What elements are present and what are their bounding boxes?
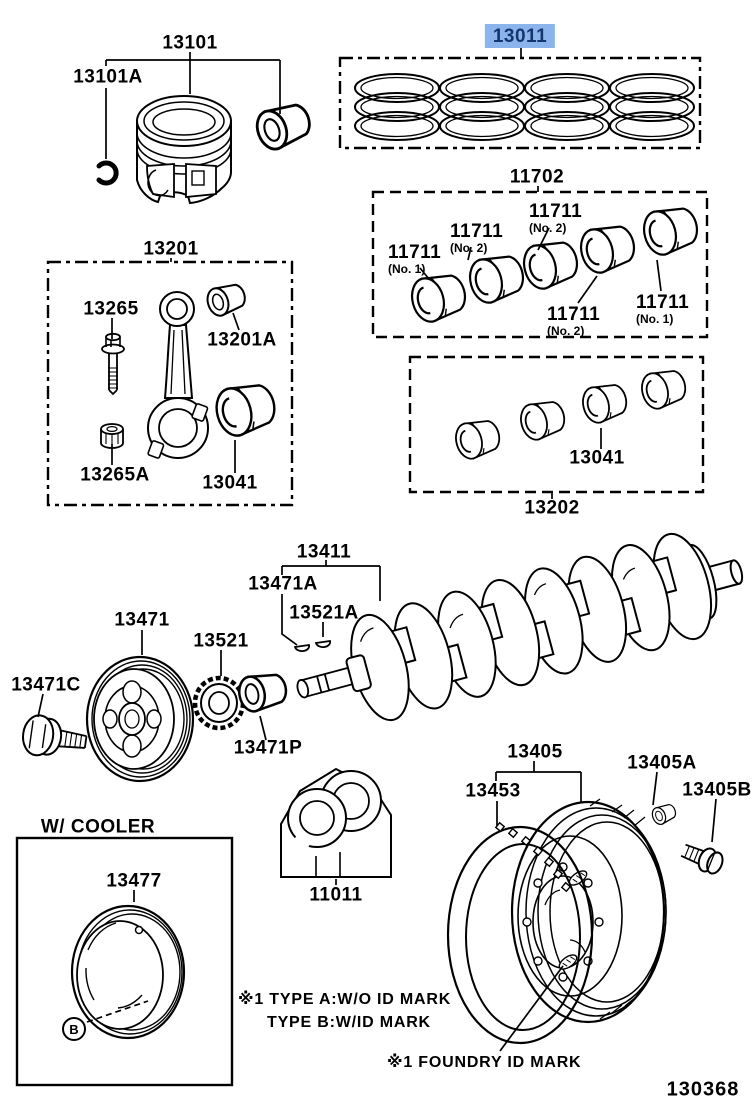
part-label-13411[interactable]: 13411: [296, 541, 352, 563]
part-label-13405b[interactable]: 13405B: [682, 779, 752, 801]
part-label-13405[interactable]: 13405: [507, 741, 563, 763]
with-cooler-box: [15, 836, 234, 1087]
flywheel-pin-drawing: [649, 800, 679, 827]
part-label-11711-no2-c[interactable]: 11711 (No. 2): [547, 304, 601, 338]
rod-bearing-single-drawing: [210, 377, 281, 441]
part-label-13471[interactable]: 13471: [114, 609, 170, 631]
connecting-rod-drawing: [147, 291, 209, 459]
note-type-a: ※1 TYPE A:W/O ID MARK: [238, 991, 452, 1008]
part-label-13101[interactable]: 13101: [162, 32, 218, 54]
part-label-11011[interactable]: 11011: [309, 884, 363, 906]
part-label-13041-set[interactable]: 13041: [569, 447, 625, 469]
part-label-13521[interactable]: 13521: [193, 630, 249, 652]
pulley-spacer-drawing: [234, 668, 291, 715]
part-label-13265[interactable]: 13265: [83, 298, 139, 320]
piston-drawing: [136, 95, 232, 205]
leader-lines: [37, 48, 717, 1052]
cooler-pulley-drawing: [70, 904, 186, 1040]
part-label-13405a[interactable]: 13405A: [627, 752, 697, 774]
part-label-13521a[interactable]: 13521A: [289, 602, 359, 624]
piston-pin-drawing: [250, 97, 317, 155]
marker-b-bubble: B: [62, 1017, 86, 1041]
rod-bearing-set-box: [408, 355, 705, 494]
part-label-13011-selected[interactable]: 13011: [484, 24, 556, 48]
part-label-13453[interactable]: 13453: [465, 780, 521, 802]
part-label-13471p[interactable]: 13471P: [233, 737, 303, 759]
piston-ring-set-box: [338, 56, 702, 150]
rod-nut-drawing: [100, 423, 124, 449]
marker-b-dashed-leader: [86, 1000, 149, 1023]
timing-sprocket-drawing: [192, 675, 246, 731]
rod-bolt-drawing: [101, 332, 125, 396]
crankshaft-drawing: [296, 532, 744, 722]
part-label-13101a[interactable]: 13101A: [73, 66, 143, 88]
flywheel-drawing: [510, 798, 667, 1024]
with-cooler-caption: W/ COOLER: [40, 816, 156, 838]
part-label-13202[interactable]: 13202: [524, 497, 580, 519]
piston-ring-sets-drawing: [354, 73, 695, 141]
part-label-11711-no2-a[interactable]: 11711 (No. 2): [450, 221, 504, 255]
part-label-13041[interactable]: 13041: [202, 472, 258, 494]
pulley-bolt-drawing: [22, 714, 88, 757]
part-label-13265a[interactable]: 13265A: [80, 464, 150, 486]
main-bearing-set-box: [371, 190, 709, 339]
thrust-washer-set-drawing: [280, 767, 392, 878]
part-label-11711-no1-b[interactable]: 11711 (No. 1): [636, 292, 690, 326]
woodruff-keys-drawing: [293, 639, 332, 652]
part-label-11711-no1-a[interactable]: 11711 (No. 1): [388, 242, 442, 276]
part-label-13471c[interactable]: 13471C: [11, 674, 81, 696]
part-label-13477[interactable]: 13477: [106, 870, 162, 892]
part-label-13471a[interactable]: 13471A: [248, 573, 318, 595]
part-label-11711-no2-b[interactable]: 11711 (No. 2): [529, 201, 583, 235]
flywheel-bolt-drawing: [680, 843, 724, 875]
part-label-13201a[interactable]: 13201A: [207, 329, 277, 351]
figure-number: 130368: [666, 1078, 740, 1101]
snap-ring-drawing: [96, 160, 119, 186]
part-label-11702[interactable]: 11702: [509, 166, 565, 188]
part-label-13201[interactable]: 13201: [143, 238, 199, 260]
crank-pulley-drawing: [85, 655, 195, 783]
note-foundry-id-mark: ※1 FOUNDRY ID MARK: [387, 1054, 582, 1071]
note-type-b: TYPE B:W/ID MARK: [267, 1014, 431, 1031]
small-end-bushing-drawing: [203, 279, 250, 320]
